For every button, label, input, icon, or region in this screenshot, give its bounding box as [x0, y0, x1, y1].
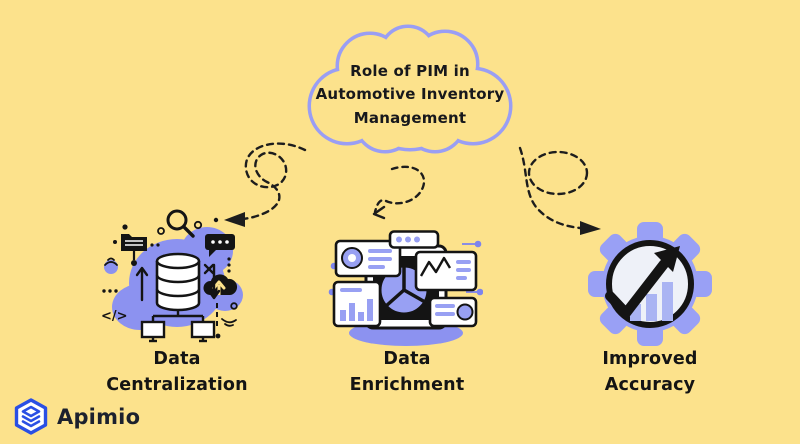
bar-chart-card: [332, 280, 382, 328]
signal-arcs-icon: [104, 257, 237, 327]
cloud-shape: [307, 24, 513, 154]
cloud-title-line: Automotive Inventory: [315, 85, 505, 104]
dashed-arrow-middle-icon: [372, 165, 426, 220]
dashed-arrow-right-icon: [518, 146, 601, 235]
donut-chart-card: [334, 239, 402, 278]
apimio-logo-text: Apimio: [57, 404, 141, 429]
trend-arrow-icon: [605, 246, 680, 318]
cloud-title: Role of PIM in Automotive Inventory Mana…: [298, 60, 522, 130]
data-enrichment-illustration: [328, 230, 483, 346]
label-data-enrichment: Data Enrichment: [322, 346, 492, 399]
data-centralization-illustration: </>: [101, 209, 243, 343]
label-line: Data: [153, 349, 201, 369]
x-marks: [203, 263, 215, 275]
browser-bar-chip: [388, 230, 440, 249]
apimio-logo-icon: [14, 398, 48, 435]
improved-accuracy-illustration: [588, 222, 712, 346]
label-line: Enrichment: [349, 375, 465, 396]
magnifier-icon: [166, 209, 195, 238]
label-line: Improved: [602, 349, 698, 369]
network-nodes-icon: [140, 310, 216, 343]
database-icon: [155, 252, 201, 312]
cloud-title-line: Management: [353, 108, 467, 127]
dashed-arrow-left-icon: [224, 142, 307, 227]
stats-card: [428, 296, 478, 328]
line-chart-card: [414, 250, 478, 292]
label-line: Data: [383, 349, 431, 369]
growth-bars: [630, 282, 673, 321]
label-line: Accuracy: [604, 375, 696, 396]
folder-share-icon: [121, 234, 147, 266]
label-improved-accuracy: Improved Accuracy: [565, 346, 735, 399]
decorative-dots: [102, 217, 238, 339]
sync-arrows-icon: [135, 263, 221, 302]
cloud-title-line: Role of PIM in: [350, 62, 470, 80]
label-data-centralization: Data Centralization: [92, 346, 262, 399]
apimio-logo: Apimio: [14, 398, 140, 435]
code-glyph: </>: [101, 309, 128, 324]
label-line: Centralization: [106, 375, 248, 396]
chat-bubble-icon: [205, 234, 235, 257]
